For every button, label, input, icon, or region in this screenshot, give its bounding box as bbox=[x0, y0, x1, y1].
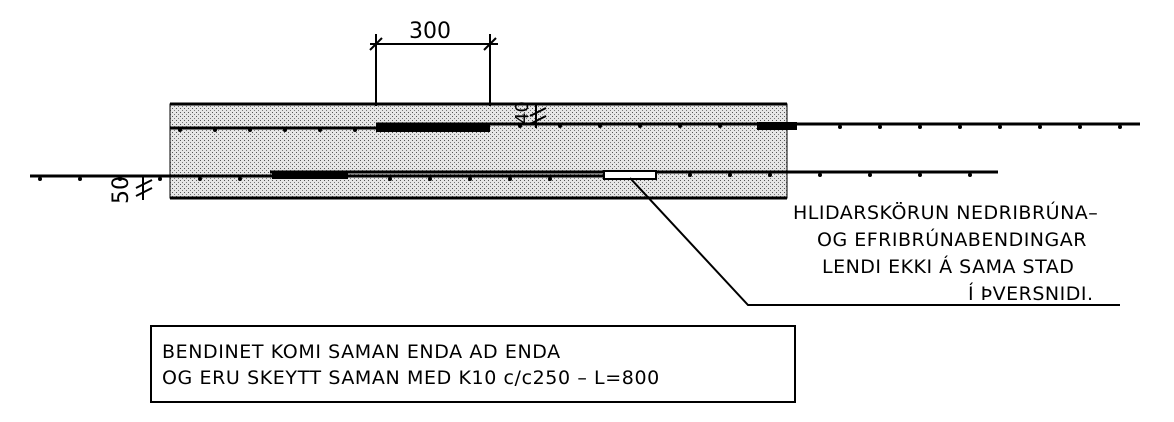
bottom-mesh-right bbox=[270, 170, 998, 180]
bottom-cover-label: 50 bbox=[109, 176, 134, 204]
note-line-1: HLIDARSKÖRUN NEDRIBRÚNA– bbox=[793, 200, 1098, 224]
note-leader-line bbox=[629, 177, 1120, 306]
splice-note-line-1: BENDINET KOMI SAMAN ENDA AD ENDA bbox=[162, 341, 561, 363]
bottom-mesh-left bbox=[30, 172, 655, 181]
splice-note-box: BENDINET KOMI SAMAN ENDA AD ENDA OG ERU … bbox=[150, 325, 796, 403]
note-line-4: Í ÞVERSNIDI. bbox=[968, 282, 1094, 305]
top-cover-label: 40 bbox=[512, 101, 533, 124]
bottom-cover-dimension bbox=[135, 176, 153, 200]
concrete-slab bbox=[169, 103, 788, 199]
lap-dimension bbox=[369, 34, 498, 106]
top-cover-dimension bbox=[529, 104, 547, 128]
note-line-2: OG EFRIBRÚNABENDINGAR bbox=[817, 227, 1087, 251]
lap-length-label: 300 bbox=[409, 19, 451, 44]
top-mesh-left bbox=[170, 125, 490, 132]
top-mesh-right bbox=[376, 122, 1140, 130]
splice-note-line-2: OG ERU SKEYTT SAMAN MED K10 c/c250 – L=8… bbox=[162, 367, 660, 389]
note-line-3: LENDI EKKI Á SAMA STAD bbox=[822, 255, 1074, 278]
